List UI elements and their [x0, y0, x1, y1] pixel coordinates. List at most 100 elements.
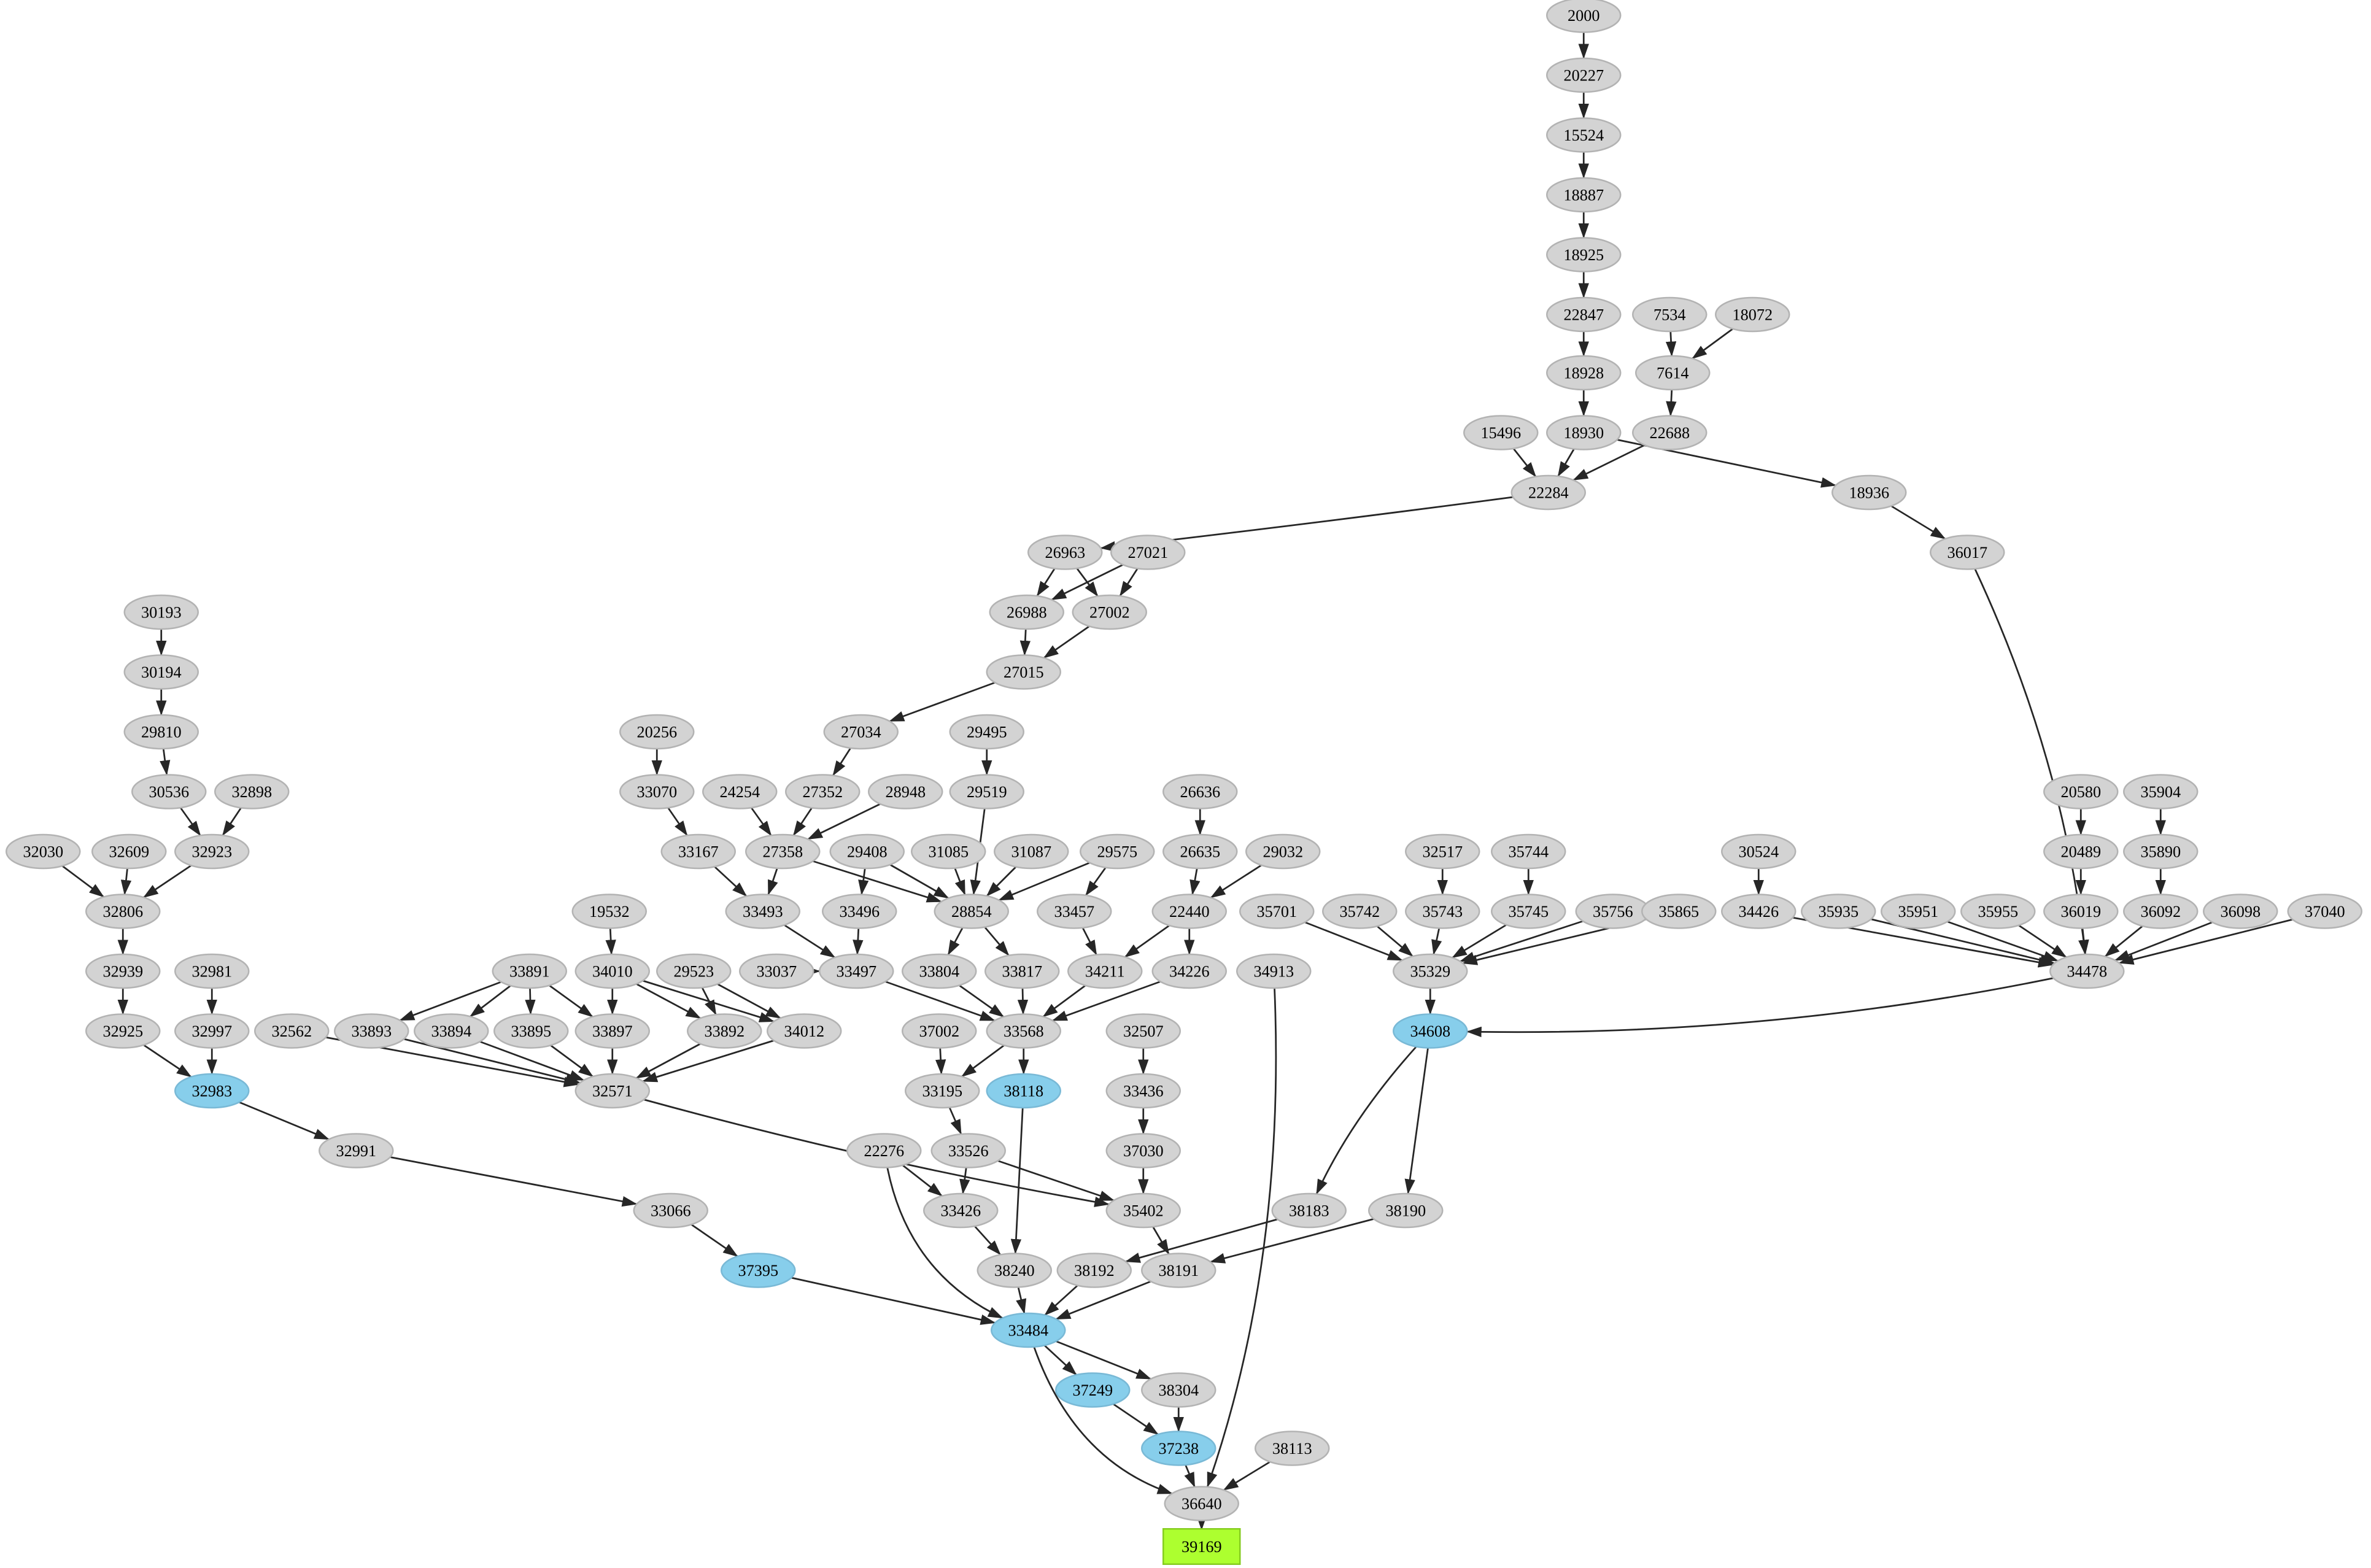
edge-33493-33497 — [784, 924, 836, 959]
graph-node-32562: 32562 — [254, 1013, 330, 1049]
terminal-node-shape — [1162, 1528, 1241, 1565]
graph-node-20489: 20489 — [2043, 833, 2119, 870]
edge-37238-36640 — [1184, 1464, 1196, 1488]
edge-33891-33895 — [525, 987, 536, 1015]
node-shape — [725, 894, 800, 929]
graph-node-33496: 33496 — [822, 894, 897, 929]
edge-37040-34478 — [2118, 918, 2293, 965]
graph-node-35955: 35955 — [1960, 894, 2036, 929]
node-shape — [702, 774, 778, 809]
graph-node-34426: 34426 — [1721, 894, 1797, 929]
graph-node-32507: 32507 — [1105, 1013, 1181, 1049]
graph-node-label: 29523 — [673, 963, 714, 981]
graph-node-label: 27358 — [762, 843, 803, 861]
node-shape — [1072, 594, 1147, 630]
graph-node-35904: 35904 — [2123, 774, 2199, 809]
node-shape — [1255, 1431, 1330, 1466]
node-shape — [1546, 57, 1622, 93]
edge-15496-22284 — [1512, 447, 1537, 477]
edge-33484-37249 — [1043, 1345, 1077, 1376]
graph-node-label: 33897 — [592, 1022, 633, 1040]
graph-node-29523: 29523 — [656, 953, 732, 989]
graph-node-label: 30524 — [1738, 843, 1779, 861]
node-shape — [1151, 894, 1227, 929]
node-shape — [977, 1253, 1052, 1288]
node-shape — [1930, 535, 2005, 570]
graph-node-label: 38240 — [994, 1262, 1035, 1280]
node-shape — [123, 654, 199, 690]
graph-node-label: 33817 — [1002, 963, 1042, 981]
graph-node-27034: 27034 — [823, 714, 899, 750]
edge-36019-34478 — [2078, 928, 2089, 956]
graph-node-label: 35955 — [1978, 903, 2018, 921]
graph-node-label: 33894 — [431, 1022, 471, 1040]
node-shape — [994, 833, 1069, 870]
graph-node-30536: 30536 — [131, 774, 207, 809]
graph-node-label: 7534 — [1654, 306, 1686, 324]
graph-node-label: 24254 — [719, 783, 760, 801]
node-shape — [989, 594, 1064, 630]
graph-node-35935: 35935 — [1801, 894, 1876, 929]
node-shape — [687, 1013, 762, 1049]
graph-node-32983: 32983 — [174, 1073, 250, 1109]
graph-node-32991: 32991 — [319, 1133, 394, 1168]
graph-node-label: 27352 — [802, 783, 843, 801]
graph-node-35329: 35329 — [1393, 953, 1468, 989]
edge-36098-34478 — [2114, 921, 2213, 962]
graph-node-24254: 24254 — [702, 774, 778, 809]
graph-node-label: 30194 — [141, 663, 182, 681]
graph-node-29495: 29495 — [949, 714, 1024, 750]
node-shape — [1405, 833, 1480, 870]
edge-30536-32923 — [179, 807, 201, 836]
graph-node-33426: 33426 — [923, 1192, 999, 1229]
edge-29810-30536 — [160, 748, 171, 776]
edge-34608-38183 — [1315, 1046, 1417, 1195]
graph-node-label: 37238 — [1158, 1440, 1199, 1458]
node-shape — [656, 953, 732, 989]
node-shape — [949, 774, 1024, 809]
highlighted-node-shape — [1393, 1013, 1468, 1049]
graph-node-label: 38191 — [1158, 1262, 1199, 1280]
graph-node-label: 32991 — [336, 1142, 376, 1160]
edge-27352-27358 — [792, 807, 813, 836]
graph-node-27352: 27352 — [785, 774, 861, 809]
node-shape — [1141, 1253, 1216, 1288]
graph-node-36019: 36019 — [2043, 894, 2119, 929]
graph-node-label: 37395 — [738, 1262, 778, 1280]
graph-node-37002: 37002 — [902, 1013, 977, 1049]
node-shape — [1105, 1133, 1181, 1168]
graph-node-2000: 2000 — [1546, 0, 1622, 33]
graph-node-label: 38118 — [1004, 1083, 1043, 1100]
graph-node-15496: 15496 — [1463, 415, 1539, 450]
graph-node-label: 18072 — [1732, 306, 1773, 324]
graph-node-35951: 35951 — [1881, 894, 1956, 929]
graph-node-label: 35744 — [1508, 843, 1549, 861]
graph-node-label: 34010 — [592, 963, 633, 981]
graph-node-label: 35951 — [1898, 903, 1938, 921]
node-shape — [1831, 474, 1907, 511]
graph-node-label: 35865 — [1658, 903, 1699, 921]
edge-34211-33568 — [1042, 984, 1086, 1018]
graph-node-32806: 32806 — [85, 894, 161, 929]
graph-node-33892: 33892 — [687, 1013, 762, 1049]
graph-node-label: 28854 — [951, 903, 992, 921]
node-shape — [174, 833, 250, 870]
graph-node-32030: 32030 — [6, 833, 81, 870]
node-shape — [2043, 894, 2119, 929]
graph-node-26988: 26988 — [989, 594, 1064, 630]
graph-node-34226: 34226 — [1151, 953, 1227, 989]
graph-node-33497: 33497 — [819, 953, 894, 989]
node-shape — [986, 1013, 1061, 1049]
graph-node-label: 36092 — [2140, 903, 2181, 921]
graph-node-33066: 33066 — [633, 1192, 708, 1229]
node-shape — [1546, 415, 1622, 450]
graph-node-32571: 32571 — [574, 1073, 650, 1109]
graph-node-39169: 39169 — [1162, 1528, 1241, 1565]
graph-node-label: 32981 — [191, 963, 232, 981]
edge-33167-33493 — [714, 866, 748, 897]
highlighted-node-shape — [1055, 1372, 1131, 1408]
edge-34478-34608 — [1466, 977, 2054, 1038]
graph-node-label: 33167 — [678, 843, 719, 861]
edge-33195-33526 — [948, 1106, 962, 1135]
edge-26988-27015 — [1019, 628, 1031, 656]
